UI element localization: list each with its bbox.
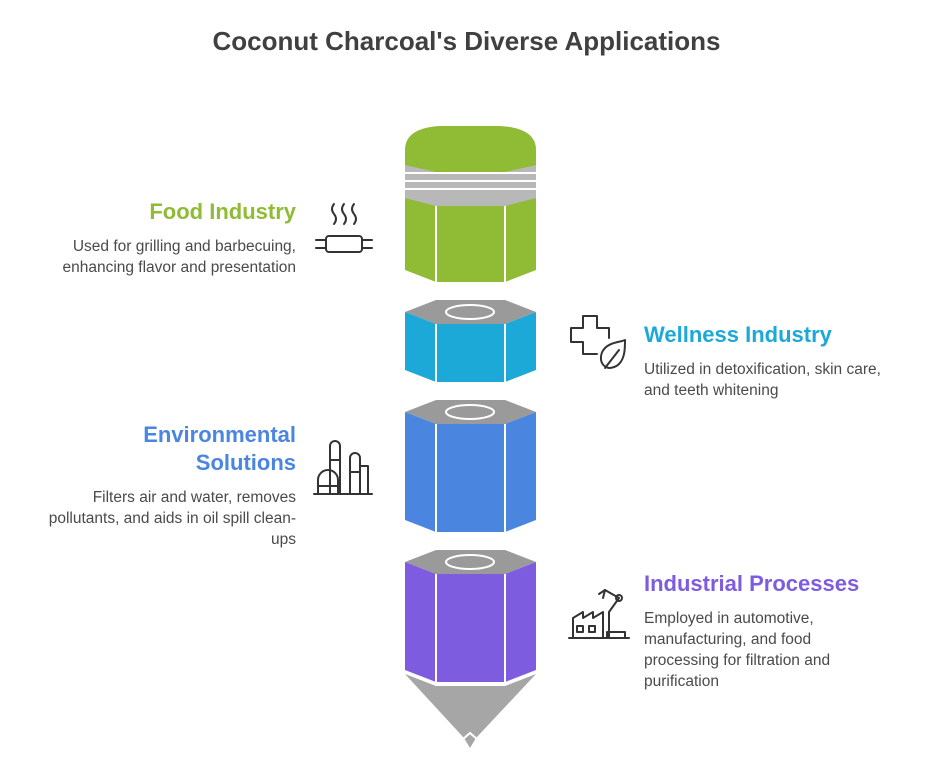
wellness-industry-heading: Wellness Industry xyxy=(644,322,832,347)
food-industry-description: Used for grilling and barbecuing, enhanc… xyxy=(62,238,296,276)
factory-robot-arm-icon xyxy=(567,582,631,642)
wellness-block xyxy=(405,300,536,382)
wellness-industry-description: Utilized in detoxification, skin care, a… xyxy=(644,361,881,399)
wellness-industry-section: Wellness Industry Utilized in detoxifica… xyxy=(644,321,894,401)
page-title: Coconut Charcoal's Diverse Applications xyxy=(212,26,721,56)
industrial-processes-description: Employed in automotive, manufacturing, a… xyxy=(644,610,831,690)
environmental-solutions-heading: Environmental Solutions xyxy=(143,422,296,475)
refinery-tanks-icon xyxy=(312,436,374,496)
environment-block xyxy=(405,400,536,532)
grill-steam-icon xyxy=(312,200,376,266)
medical-cross-leaf-icon xyxy=(567,312,629,372)
environmental-solutions-description: Filters air and water, removes pollutant… xyxy=(48,489,296,548)
industrial-block xyxy=(405,550,536,748)
environmental-solutions-section: Environmental Solutions Filters air and … xyxy=(46,421,296,550)
food-industry-heading: Food Industry xyxy=(149,199,296,224)
food-industry-section: Food Industry Used for grilling and barb… xyxy=(60,198,296,278)
industrial-processes-heading: Industrial Processes xyxy=(644,571,860,596)
food-block xyxy=(405,126,536,282)
industrial-processes-section: Industrial Processes Employed in automot… xyxy=(644,570,884,692)
